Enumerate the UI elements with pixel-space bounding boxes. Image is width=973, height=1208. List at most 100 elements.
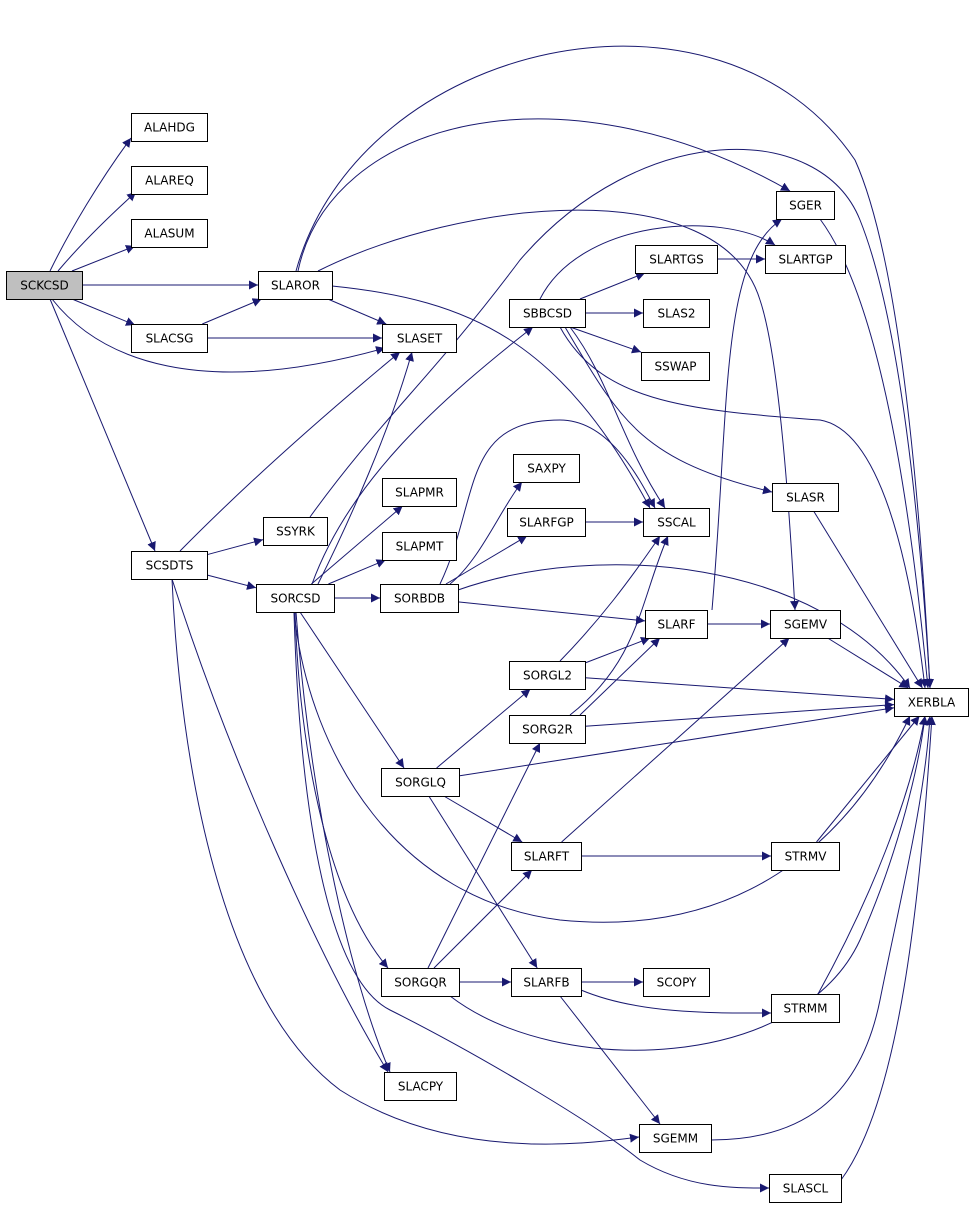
node-alareq[interactable]: ALAREQ: [131, 166, 208, 195]
node-box: [507, 508, 586, 537]
node-box: [131, 551, 208, 580]
node-sorg2r[interactable]: SORG2R: [509, 715, 586, 744]
node-slasr[interactable]: SLASR: [772, 483, 839, 512]
edge-sbbcsd-to-slartgp: [539, 225, 776, 300]
node-slascl[interactable]: SLASCL: [769, 1174, 842, 1203]
node-slartgp[interactable]: SLARTGP: [765, 245, 846, 274]
node-slacpy[interactable]: SLACPY: [384, 1072, 457, 1101]
node-box: [258, 271, 333, 300]
node-box: [641, 352, 710, 381]
node-label: SLARTGS: [649, 253, 704, 267]
node-box: [6, 271, 83, 300]
node-slarf[interactable]: SLARF: [645, 610, 708, 639]
edge-sorg2r-to-sscal: [569, 535, 669, 716]
node-label: SLAPMT: [396, 540, 444, 554]
node-strmm[interactable]: STRMM: [771, 994, 840, 1023]
node-slacsg[interactable]: SLACSG: [131, 324, 208, 353]
node-saxpy[interactable]: SAXPY: [513, 454, 580, 483]
node-slarfgp[interactable]: SLARFGP: [507, 508, 586, 537]
edge-strmm-to-xerbla: [817, 715, 928, 995]
node-box: [772, 483, 839, 512]
edge-slaror-to-sscal: [331, 285, 651, 509]
edge-sorglq-to-slarfb: [428, 795, 538, 969]
node-label: SLAROR: [271, 279, 320, 293]
edge-sorg2r-to-xerbla: [584, 700, 895, 727]
node-box: [384, 1072, 457, 1101]
edge-sorcsd-to-slaset: [317, 351, 414, 585]
edge-sbbcsd-to-sscal: [569, 326, 666, 509]
edge-sorglq-to-slarft: [443, 795, 523, 843]
edge-scsdts-to-slaset: [179, 351, 401, 552]
edge-sckcsd-to-slacsg: [71, 298, 136, 326]
node-box: [382, 478, 457, 507]
node-box: [509, 299, 586, 328]
node-box: [770, 610, 841, 639]
edge-sckcsd-to-slaset: [51, 298, 386, 373]
node-box: [643, 299, 710, 328]
node-sger[interactable]: SGER: [776, 191, 835, 220]
edge-slasr-to-xerbla: [813, 510, 923, 689]
node-label: SLACSG: [146, 332, 194, 346]
node-sorgqr[interactable]: SORGQR: [381, 968, 460, 997]
edge-slarft-to-sgemv: [561, 637, 790, 843]
node-box: [131, 219, 208, 248]
edge-sorglq-to-xerbla: [458, 704, 895, 777]
node-sgemm[interactable]: SGEMM: [639, 1124, 712, 1153]
edge-scsdts-to-sorcsd: [206, 574, 257, 590]
node-scsdts[interactable]: SCSDTS: [131, 551, 208, 580]
edge-scsdts-to-sgemm: [171, 578, 640, 1145]
node-label: SLACPY: [398, 1080, 444, 1094]
edge-sorcsd-to-slascl: [293, 611, 770, 1193]
edge-sbbcsd-to-slasr: [564, 326, 773, 495]
edge-sorcsd-to-slacpy: [295, 611, 391, 1073]
node-alahdg[interactable]: ALAHDG: [131, 113, 208, 142]
edge-slacsg-to-slaror: [202, 298, 262, 325]
node-box: [382, 324, 457, 353]
node-box: [509, 661, 586, 690]
node-box: [380, 584, 459, 613]
edge-sgemv-to-xerbla: [827, 637, 909, 689]
edge-sckcsd-to-alasum: [71, 245, 136, 272]
edge-scsdts-to-ssyrk: [206, 537, 264, 556]
node-label: STRMM: [784, 1002, 828, 1016]
node-sgemv[interactable]: SGEMV: [770, 610, 841, 639]
node-label: SLARF: [657, 618, 695, 632]
edge-sorbdb-to-saxpy: [449, 481, 523, 585]
node-ssyrk[interactable]: SSYRK: [263, 517, 328, 546]
node-slaset[interactable]: SLASET: [382, 324, 457, 353]
edge-slarfb-to-sgemm: [559, 995, 661, 1125]
node-sscal[interactable]: SSCAL: [643, 508, 710, 537]
node-sswap[interactable]: SSWAP: [641, 352, 710, 381]
node-strmv[interactable]: STRMV: [771, 842, 840, 871]
node-sorglq[interactable]: SORGLQ: [381, 768, 460, 797]
edge-slaror-to-slaset: [327, 298, 387, 325]
node-label: SSYRK: [276, 525, 316, 539]
edge-sorgl2-to-sscal: [559, 535, 661, 662]
node-slas2[interactable]: SLAS2: [643, 299, 710, 328]
edge-sgemm-to-xerbla: [710, 715, 934, 1141]
node-sbbcsd[interactable]: SBBCSD: [509, 299, 586, 328]
node-slapmt[interactable]: SLAPMT: [382, 532, 457, 561]
node-alasum[interactable]: ALASUM: [131, 219, 208, 248]
edge-sorcsd-to-slapmr: [311, 505, 403, 585]
node-slarfb[interactable]: SLARFB: [511, 968, 582, 997]
node-label: SCOPY: [657, 976, 697, 990]
node-slartgs[interactable]: SLARTGS: [635, 245, 718, 274]
node-slapmr[interactable]: SLAPMR: [382, 478, 457, 507]
node-scopy[interactable]: SCOPY: [643, 968, 710, 997]
edge-sorg2r-to-slarf: [579, 637, 661, 716]
node-xerbla[interactable]: XERBLA: [894, 688, 969, 717]
node-sckcsd[interactable]: SCKCSD: [6, 271, 83, 300]
node-sorbdb[interactable]: SORBDB: [380, 584, 459, 613]
node-slaror[interactable]: SLAROR: [258, 271, 333, 300]
node-label: SCSDTS: [146, 559, 194, 573]
node-sorcsd[interactable]: SORCSD: [256, 584, 335, 613]
node-slarft[interactable]: SLARFT: [511, 842, 582, 871]
node-label: SORBDB: [394, 592, 445, 606]
node-box: [382, 532, 457, 561]
node-label: SLARFB: [523, 976, 569, 990]
node-label: XERBLA: [908, 696, 956, 710]
node-label: SLASR: [786, 491, 825, 505]
edge-sorbdb-to-slarfgp: [445, 535, 528, 585]
node-sorgl2[interactable]: SORGL2: [509, 661, 586, 690]
